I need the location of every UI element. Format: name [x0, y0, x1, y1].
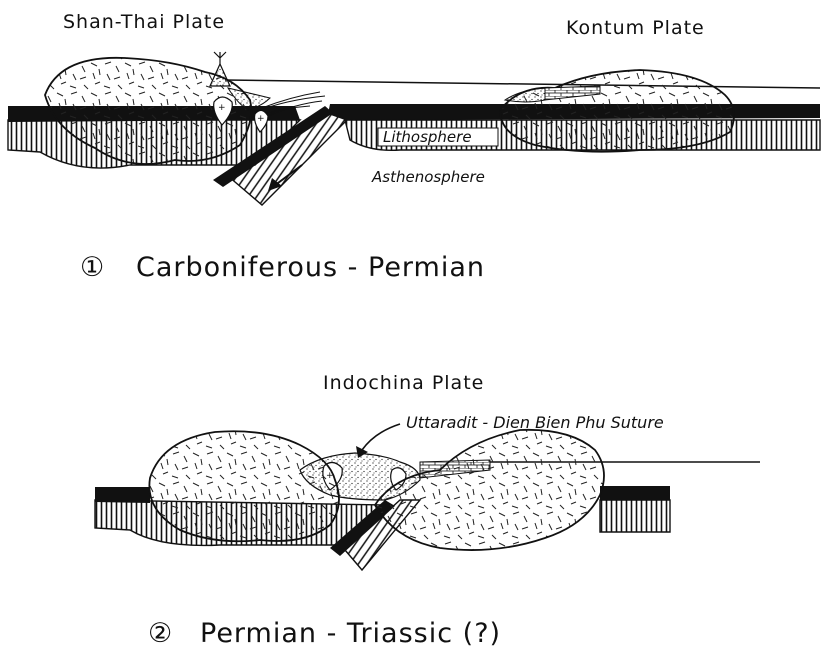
- passive-margin-sediments: [505, 88, 545, 102]
- oceanic-crust-right-2: [600, 486, 670, 500]
- panel-permian-triassic: Indochina Plate Uttaradit - Dien Bien Ph…: [95, 372, 760, 649]
- oceanic-crust-band-2: [95, 487, 150, 503]
- shan-thai-continent-2: [149, 431, 339, 541]
- kontum-continent: [500, 70, 734, 152]
- indochina-continent: [375, 430, 604, 550]
- stage-1-label: Carboniferous - Permian: [136, 252, 485, 283]
- kontum-plate-label: Kontum Plate: [566, 17, 705, 39]
- shan-thai-plate-label: Shan-Thai Plate: [63, 11, 225, 33]
- suture-pointer-arrow: [362, 424, 400, 450]
- stage-2-label: Permian - Triassic (?): [200, 618, 501, 649]
- sea-level-line: [225, 80, 820, 88]
- lithosphere-label: Lithosphere: [383, 128, 472, 146]
- stage-2-number: ②: [148, 618, 173, 649]
- svg-text:+: +: [257, 114, 265, 124]
- asthenosphere-label: Asthenosphere: [371, 168, 485, 186]
- panel-carboniferous-permian: Shan-Thai Plate Kontum Plate: [8, 11, 820, 283]
- mantle-lithosphere-right-2: [600, 500, 670, 532]
- indochina-plate-label: Indochina Plate: [323, 372, 484, 394]
- svg-text:+: +: [218, 103, 226, 113]
- volcano-icon: [210, 52, 230, 86]
- stage-1-number: ①: [80, 252, 105, 283]
